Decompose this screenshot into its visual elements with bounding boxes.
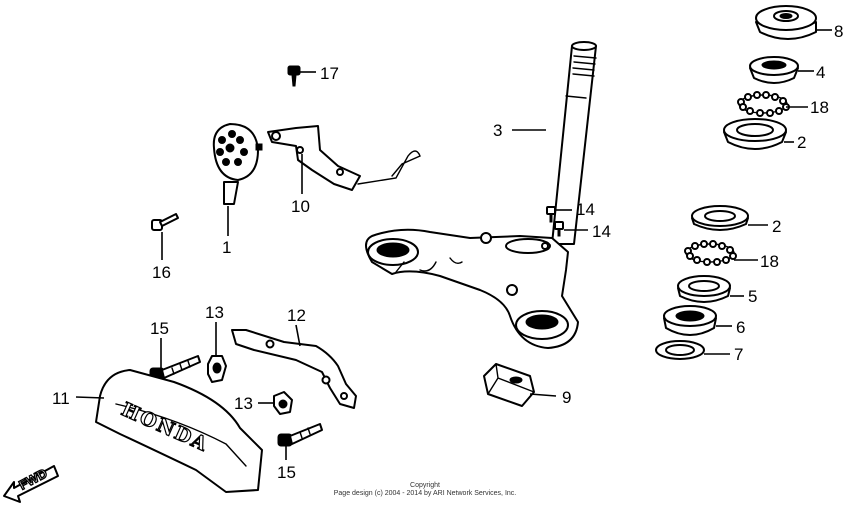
part-5-lower-cone-race bbox=[677, 275, 731, 303]
part-9-clamp bbox=[483, 363, 535, 407]
callout-15-lower: 15 bbox=[277, 463, 296, 482]
callout-13-upper: 13 bbox=[205, 303, 224, 322]
callouts: 8 4 18 2 2 18 5 6 7 3 14 14 9 17 1 10 16… bbox=[52, 22, 843, 482]
callout-18-lower: 18 bbox=[760, 252, 779, 271]
callout-14-upper: 14 bbox=[576, 200, 595, 219]
part-14-bolt-upper bbox=[546, 206, 556, 223]
part-6-dust-seal bbox=[663, 305, 717, 336]
part-14-bolt-lower bbox=[554, 221, 564, 237]
copyright-line-1: Copyright bbox=[410, 482, 440, 489]
part-8-top-nut bbox=[755, 5, 817, 40]
part-16-bolt bbox=[151, 213, 179, 231]
copyright-line-2: Page design (c) 2004 - 2014 by ARI Netwo… bbox=[333, 490, 517, 497]
part-2-lower-race bbox=[691, 205, 749, 231]
part-3-steering-stem bbox=[365, 41, 597, 349]
part-2-upper-race bbox=[723, 118, 787, 150]
part-7-washer bbox=[655, 340, 705, 360]
part-15-bolt-lower bbox=[277, 423, 323, 447]
callout-10: 10 bbox=[291, 197, 310, 216]
callout-14-lower: 14 bbox=[592, 222, 611, 241]
part-10-bracket bbox=[267, 125, 421, 191]
part-4-locknut bbox=[749, 56, 799, 84]
callout-5: 5 bbox=[748, 287, 757, 306]
callout-2-lower: 2 bbox=[772, 217, 781, 236]
callout-12: 12 bbox=[287, 306, 306, 325]
part-15-bolt-upper bbox=[149, 355, 201, 381]
leader-lines bbox=[75, 29, 832, 460]
part-18-lower-balls bbox=[684, 240, 737, 266]
callout-4: 4 bbox=[816, 63, 825, 82]
callout-18-upper: 18 bbox=[810, 98, 829, 117]
callout-17: 17 bbox=[320, 64, 339, 83]
callout-6: 6 bbox=[736, 318, 745, 337]
callout-9: 9 bbox=[562, 388, 571, 407]
part-13-nut-lower bbox=[273, 391, 293, 415]
part-17-bolt bbox=[287, 65, 301, 87]
callout-15-upper: 15 bbox=[150, 319, 169, 338]
callout-11: 11 bbox=[52, 389, 70, 408]
part-12-emblem-bracket bbox=[231, 329, 357, 409]
callout-1: 1 bbox=[222, 238, 231, 257]
part-18-upper-balls bbox=[737, 91, 790, 117]
callout-7: 7 bbox=[734, 345, 743, 364]
callout-8: 8 bbox=[834, 22, 843, 41]
callout-13-lower: 13 bbox=[234, 394, 253, 413]
callout-3: 3 bbox=[493, 121, 502, 140]
callout-16: 16 bbox=[152, 263, 171, 282]
callout-2-upper: 2 bbox=[797, 133, 806, 152]
part-1-horn bbox=[212, 123, 263, 205]
part-13-nut-upper bbox=[207, 355, 227, 383]
part-11-honda-emblem: HONDA bbox=[95, 369, 263, 493]
